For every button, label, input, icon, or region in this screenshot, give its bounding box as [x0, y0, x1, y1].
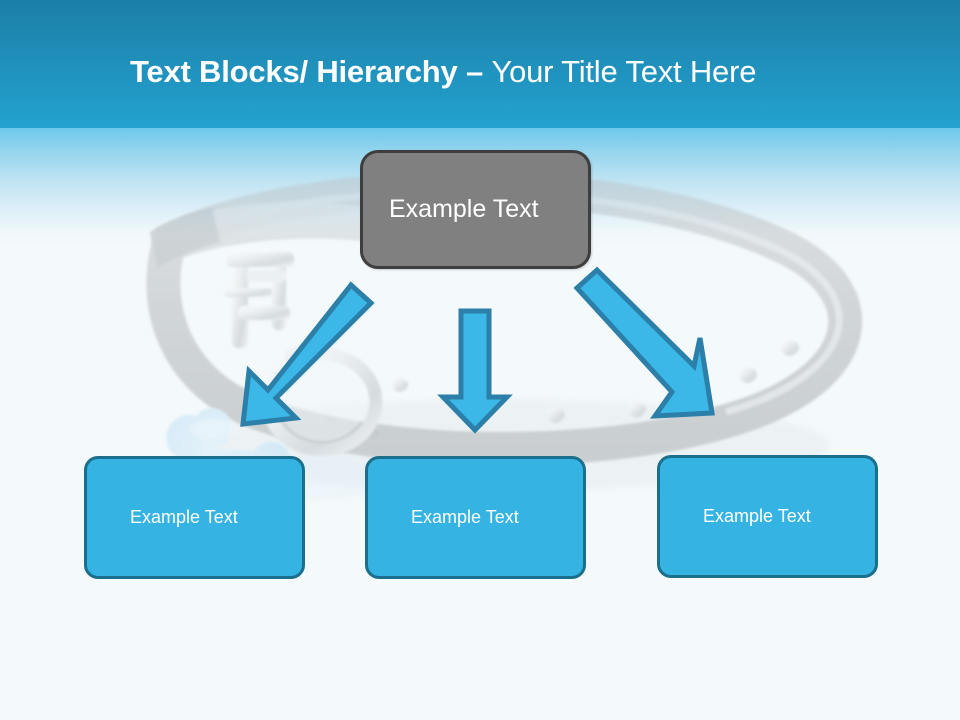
hierarchy-child-box-3[interactable]: Example Text [657, 455, 878, 578]
hierarchy-parent-label: Example Text [389, 195, 539, 223]
slide-title-light: Your Title Text Here [491, 54, 757, 89]
hierarchy-child-box-2[interactable]: Example Text [365, 456, 586, 579]
hierarchy-child-label-3: Example Text [703, 506, 811, 526]
hierarchy-child-label-2: Example Text [411, 507, 519, 527]
hierarchy-parent-box[interactable]: Example Text [360, 150, 591, 269]
hierarchy-child-box-1[interactable]: Example Text [84, 456, 305, 579]
slide-title: Text Blocks/ Hierarchy – Your Title Text… [130, 52, 890, 92]
slide-title-bold: Text Blocks/ Hierarchy – [130, 54, 492, 89]
hierarchy-child-label-1: Example Text [130, 507, 238, 527]
